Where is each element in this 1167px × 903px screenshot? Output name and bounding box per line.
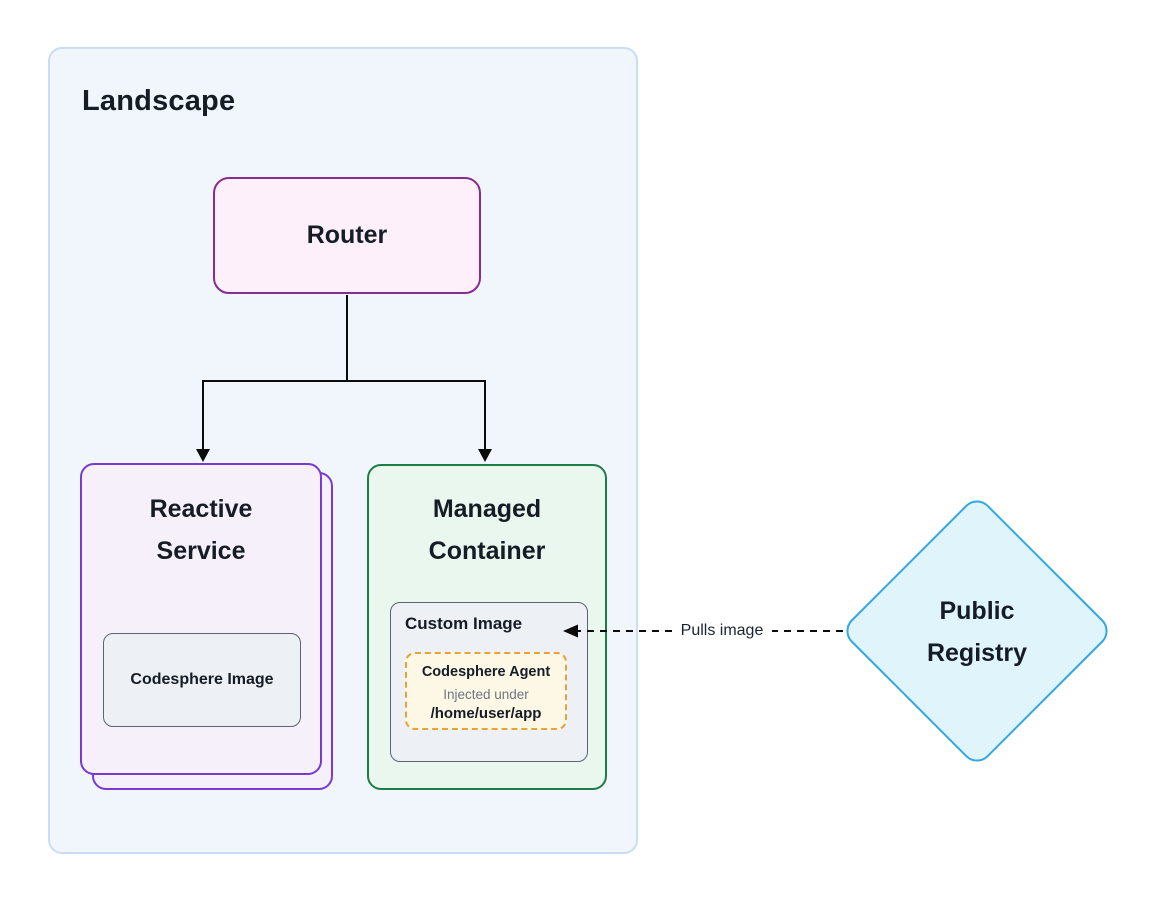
managed-container-title-line2: Container: [428, 537, 546, 565]
public-registry-label: Public Registry: [877, 590, 1077, 674]
codesphere-image-label: Codesphere Image: [130, 671, 274, 688]
codesphere-agent-path: /home/user/app: [430, 705, 542, 722]
custom-image-label: Custom Image: [405, 614, 523, 633]
public-registry-label-line1: Public: [939, 597, 1015, 625]
pulls-image-label: Pulls image: [680, 622, 764, 639]
codesphere-agent-subtitle: Injected under: [443, 687, 529, 702]
codesphere-image-node: Codesphere Image: [103, 633, 301, 727]
managed-container-title: Managed Container: [367, 488, 607, 572]
landscape-title: Landscape: [82, 85, 236, 117]
router-node: Router: [213, 177, 481, 294]
reactive-service-title-line1: Reactive: [149, 495, 253, 523]
codesphere-agent-title: Codesphere Agent: [421, 664, 551, 680]
codesphere-agent-node: Codesphere Agent Injected under /home/us…: [405, 652, 567, 730]
managed-container-title-line1: Managed: [432, 495, 542, 523]
reactive-service-title: Reactive Service: [80, 488, 322, 572]
reactive-service-title-line2: Service: [156, 537, 246, 565]
router-label: Router: [306, 221, 388, 249]
public-registry-label-line2: Registry: [926, 639, 1028, 667]
